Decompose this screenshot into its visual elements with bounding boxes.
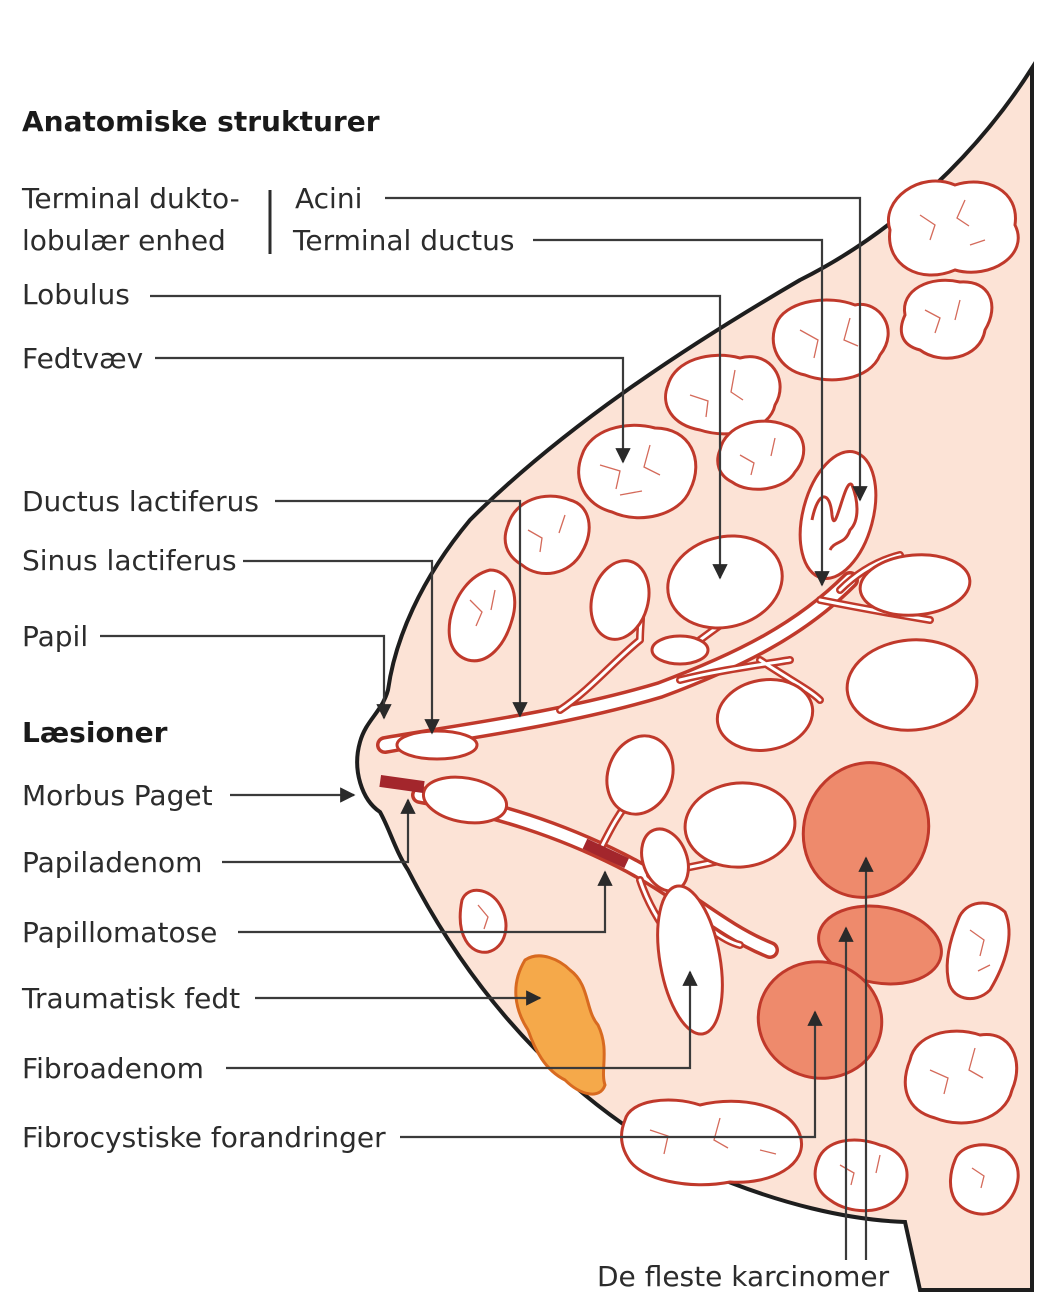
label-karcinomer: De fleste karcinomer: [597, 1260, 890, 1293]
label-fedtvaev: Fedtvæv: [22, 342, 143, 375]
label-fibroadenom: Fibroadenom: [22, 1052, 204, 1085]
lower-duct-system: [379, 734, 797, 1036]
anatomy-leader-lines: [100, 196, 868, 735]
label-sinus-lactiferus: Sinus lactiferus: [22, 544, 237, 577]
upper-duct-system: [376, 450, 979, 761]
label-terminal-ductus: Terminal ductus: [292, 224, 514, 257]
label-acini: Acini: [295, 182, 362, 215]
label-papillomatose: Papillomatose: [22, 916, 217, 949]
label-papiladenom: Papiladenom: [22, 846, 202, 879]
heading-anatomy: Anatomiske strukturer: [22, 105, 380, 138]
text-labels: Anatomiske strukturer Terminal dukto- lo…: [21, 105, 890, 1293]
label-tdlu-line1: Terminal dukto-: [21, 182, 240, 215]
label-morbus-paget: Morbus Paget: [22, 779, 213, 812]
label-ductus-lactiferus: Ductus lactiferus: [22, 485, 259, 518]
lesion-leader-lines: [222, 787, 874, 1260]
label-lobulus: Lobulus: [22, 278, 130, 311]
label-tdlu-line2: lobulær enhed: [22, 224, 226, 257]
label-fibrocystiske: Fibrocystiske forandringer: [22, 1121, 386, 1154]
label-traumatisk-fedt: Traumatisk fedt: [21, 982, 240, 1015]
heading-lesions: Læsioner: [22, 716, 168, 749]
label-papil: Papil: [22, 620, 88, 653]
